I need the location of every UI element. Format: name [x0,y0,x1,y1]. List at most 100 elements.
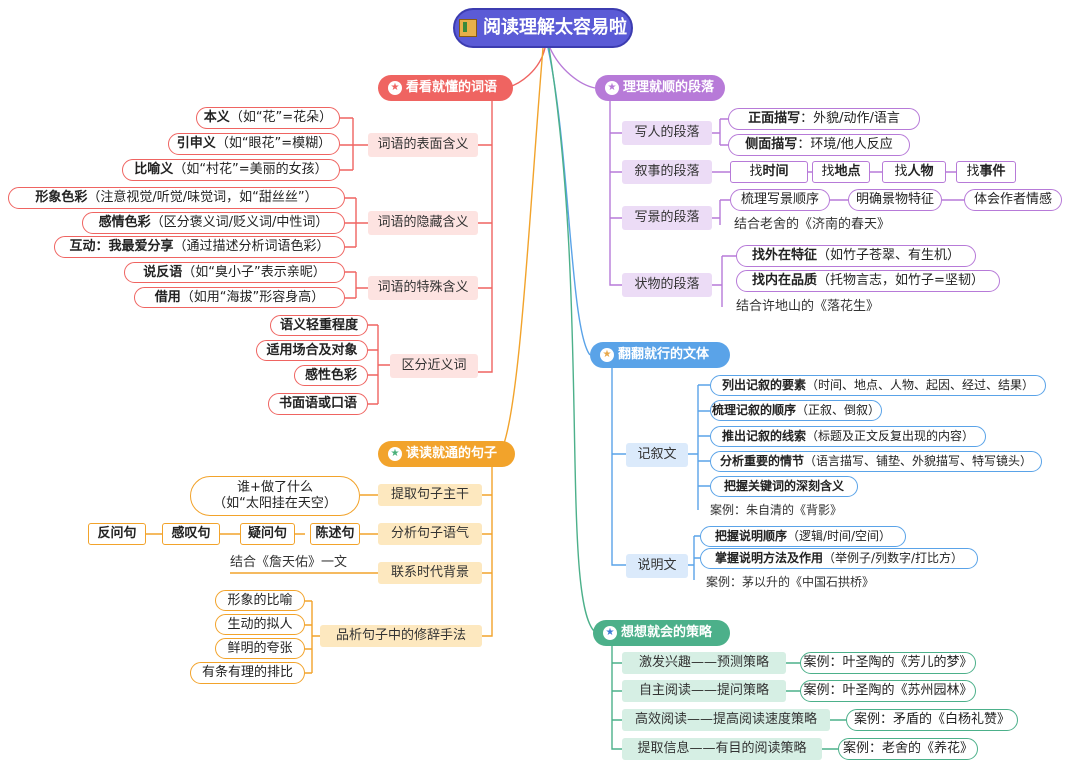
item-text: （正叙、倒叙） [796,403,881,418]
narrative-item[interactable]: 列出记叙的要素（时间、地点、人物、起因、经过、结果） [710,375,1046,396]
tone-item[interactable]: 反问句 [88,523,146,545]
strategy-case[interactable]: 案例：叶圣陶的《芳儿的梦》 [800,652,976,674]
item-text: （举例子/列数字/打比方） [822,551,964,566]
strategy-item[interactable]: 自主阅读——提问策略 [622,680,786,702]
strategy-item[interactable]: 激发兴趣——预测策略 [622,652,786,674]
item-text: （如“村花”=美丽的女孩） [173,162,328,178]
scenery-step[interactable]: 明确景物特征 [848,189,942,211]
paragraphs-person[interactable]: 写人的段落 [622,121,712,145]
expository-item[interactable]: 把握说明顺序（逻辑/时间/空间） [700,526,906,547]
topic-paragraphs[interactable]: ★ 理理就顺的段落 [595,75,725,101]
words-hidden-label: 词语的隐藏含义 [377,215,469,231]
item-text: （区分褒义词/贬义词/中性词） [150,215,329,231]
strategy-case[interactable]: 案例：老舍的《养花》 [838,738,978,760]
narrative-step[interactable]: 找地点 [812,161,870,183]
paragraphs-scenery-label: 写景的段落 [634,210,700,226]
strategy-item[interactable]: 高效阅读——提高阅读速度策略 [622,709,830,731]
narrative-step[interactable]: 找人物 [882,161,946,183]
person-item[interactable]: 正面描写：外貌/动作/语言 [728,108,920,130]
synonym-item[interactable]: 书面语或口语 [268,393,368,415]
books-icon [459,19,477,37]
narrative-note: 案例：朱自清的《背影》 [710,502,843,517]
narrative-step[interactable]: 找时间 [730,161,808,183]
genres-expository[interactable]: 说明文 [626,554,688,578]
words-special-item[interactable]: 说反语（如“臭小子”表示亲昵） [124,262,345,283]
paragraphs-object[interactable]: 状物的段落 [622,273,712,297]
rhetoric-item[interactable]: 形象的比喻 [215,590,305,611]
narrative-step[interactable]: 找事件 [956,161,1016,183]
narrative-item[interactable]: 推出记叙的线索（标题及正文反复出现的内容） [710,426,986,447]
step-prefix: 找 [894,164,908,180]
step-key: 时间 [762,164,789,180]
strategy-case[interactable]: 案例：叶圣陶的《苏州园林》 [800,680,976,702]
item-text: ：外貌/动作/语言 [800,111,900,127]
synonym-item[interactable]: 语义轻重程度 [270,315,368,336]
step-key: 人物 [907,164,934,180]
topic-genres[interactable]: ★ 翻翻就行的文体 [590,342,730,368]
words-surface-item[interactable]: 本义（如“花”=花朵） [196,107,340,129]
item-bold: 梳理记叙的顺序 [711,403,796,418]
object-note: 结合许地山的《落花生》 [736,299,880,315]
paragraphs-person-label: 写人的段落 [634,125,700,141]
words-surface-item[interactable]: 引申义（如“眼花”=模糊） [168,133,340,155]
topic-strategies[interactable]: ★ 想想就会的策略 [593,620,730,646]
object-item[interactable]: 找外在特征（如竹子苍翠、有生机） [736,245,976,267]
synonym-item[interactable]: 适用场合及对象 [256,340,368,361]
words-special[interactable]: 词语的特殊含义 [368,276,478,300]
words-hidden-item[interactable]: 互动：我最爱分享（通过描述分析词语色彩） [54,236,345,258]
tone-item[interactable]: 疑问句 [240,523,295,545]
object-item[interactable]: 找内在品质（托物言志，如竹子=坚韧） [736,270,1000,292]
item-bold: 比喻义 [134,162,174,178]
narrative-item[interactable]: 梳理记叙的顺序（正叙、倒叙） [710,400,882,421]
words-hidden-item[interactable]: 感情色彩（区分褒义词/贬义词/中性词） [82,212,345,234]
step-key: 事件 [979,164,1006,180]
rhetoric-item[interactable]: 生动的拟人 [215,614,305,635]
item-bold: 列出记叙的要素 [721,378,806,393]
tone-item[interactable]: 感叹句 [162,523,220,545]
synonym-item[interactable]: 感性色彩 [294,365,368,386]
words-surface[interactable]: 词语的表面含义 [368,133,478,157]
narrative-item[interactable]: 分析重要的情节（语言描写、铺垫、外貌描写、特写镜头） [710,451,1042,472]
strategy-case[interactable]: 案例：矛盾的《白杨礼赞》 [846,709,1018,731]
person-item[interactable]: 侧面描写：环境/他人反应 [728,134,910,156]
item-bold: 掌握说明方法及作用 [714,551,823,566]
narrative-item[interactable]: 把握关键词的深刻含义 [710,476,858,497]
words-synonym[interactable]: 区分近义词 [390,354,478,378]
sentences-trunk[interactable]: 提取句子主干 [378,484,482,506]
item-bold: 找内在品质 [752,273,818,289]
sentences-tone[interactable]: 分析句子语气 [378,523,482,545]
item-text: （逻辑/时间/空间） [786,529,892,544]
item-bold: 侧面描写 [745,137,798,153]
trunk-note-line: 谁+做了什么 [237,480,313,496]
topic-sentences[interactable]: ★ 读读就通的句子 [378,441,515,467]
item-text: ：环境/他人反应 [797,137,893,153]
item-text: （如用“海拔”形容身高） [180,289,325,305]
words-hidden[interactable]: 词语的隐藏含义 [368,211,478,235]
words-surface-item[interactable]: 比喻义（如“村花”=美丽的女孩） [122,159,340,181]
item-bold: 把握说明顺序 [714,529,787,544]
genres-narrative[interactable]: 记叙文 [626,443,688,467]
sentences-era[interactable]: 联系时代背景 [378,562,482,584]
paragraphs-narrative[interactable]: 叙事的段落 [622,160,712,184]
scenery-step[interactable]: 梳理写景顺序 [730,189,830,211]
strategy-item[interactable]: 提取信息——有目的阅读策略 [622,738,822,760]
item-text: （如竹子苍翠、有生机） [817,248,961,264]
scenery-step[interactable]: 体会作者情感 [964,189,1062,211]
topic-words[interactable]: ★ 看看就懂的词语 [378,75,513,101]
star-icon: ★ [605,81,619,95]
rhetoric-item[interactable]: 鲜明的夸张 [215,638,305,659]
tone-item[interactable]: 陈述句 [310,523,360,545]
star-icon: ★ [603,626,617,640]
sentences-rhetoric[interactable]: 品析句子中的修辞手法 [320,625,482,647]
root-topic[interactable]: 阅读理解太容易啦 [453,8,633,48]
words-special-item[interactable]: 借用（如用“海拔”形容身高） [134,287,345,308]
item-text: （如“臭小子”表示亲昵） [182,264,326,280]
item-bold: 形象色彩 [35,190,88,206]
expository-item[interactable]: 掌握说明方法及作用（举例子/列数字/打比方） [700,548,978,569]
words-hidden-item[interactable]: 形象色彩（注意视觉/听觉/味觉词，如“甜丝丝”） [8,187,345,209]
paragraphs-scenery[interactable]: 写景的段落 [622,206,712,230]
rhetoric-item[interactable]: 有条有理的排比 [190,662,305,684]
topic-words-label: 看看就懂的词语 [406,80,498,96]
item-bold: 说反语 [143,264,183,280]
step-prefix: 找 [749,164,763,180]
